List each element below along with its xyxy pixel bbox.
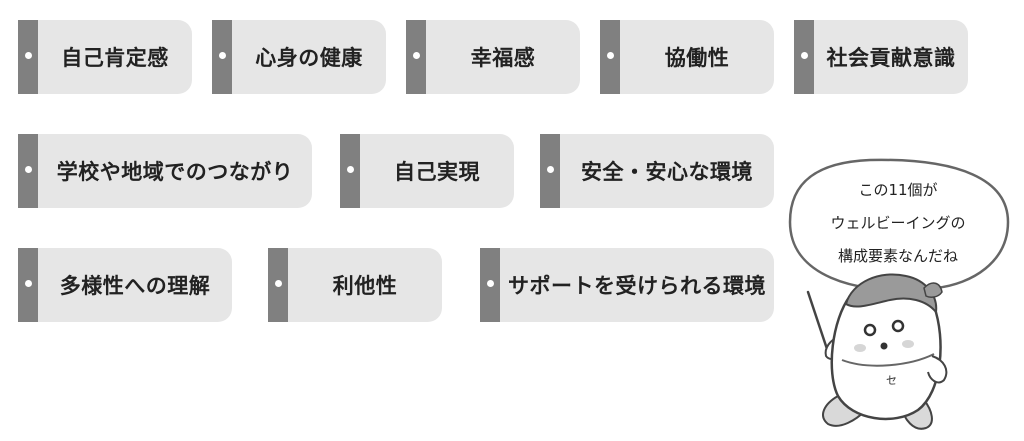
bullet-dot-icon — [607, 52, 614, 59]
tag-label: 協働性 — [664, 46, 730, 70]
bullet-dot-icon — [547, 166, 554, 173]
speech-line-2: ウェルビーイングの — [830, 214, 966, 232]
bullet-dot-icon — [25, 52, 32, 59]
tag-marker-bar — [18, 248, 38, 322]
bullet-dot-icon — [347, 166, 354, 173]
keyword-tag: 安全・安心な環境 — [540, 134, 774, 208]
tag-label: 社会貢献意識 — [826, 46, 956, 70]
bullet-dot-icon — [487, 280, 494, 287]
keyword-tag: サポートを受けられる環境 — [480, 248, 774, 322]
tag-label: 学校や地域でのつながり — [56, 160, 294, 184]
tag-marker-bar — [212, 20, 232, 94]
keyword-tag: 自己肯定感 — [18, 20, 192, 94]
keyword-tag: 多様性への理解 — [18, 248, 232, 322]
bullet-dot-icon — [413, 52, 420, 59]
tag-marker-bar — [406, 20, 426, 94]
tag-label: 心身の健康 — [255, 46, 363, 70]
tag-marker-bar — [794, 20, 814, 94]
speech-line-1: この11個が — [858, 181, 938, 199]
bullet-dot-icon — [25, 166, 32, 173]
keyword-tag: 自己実現 — [340, 134, 514, 208]
keyword-tag: 協働性 — [600, 20, 774, 94]
bullet-dot-icon — [275, 280, 282, 287]
bullet-dot-icon — [801, 52, 808, 59]
bullet-dot-icon — [219, 52, 226, 59]
tag-marker-bar — [18, 134, 38, 208]
keyword-tag: 社会貢献意識 — [794, 20, 968, 94]
tag-label: 幸福感 — [470, 46, 536, 70]
tag-marker-bar — [268, 248, 288, 322]
speech-line-3: 構成要素なんだね — [837, 247, 958, 265]
tag-marker-bar — [480, 248, 500, 322]
mascot-character-icon — [806, 273, 948, 430]
tag-marker-bar — [18, 20, 38, 94]
tag-marker-bar — [600, 20, 620, 94]
keyword-tag: 学校や地域でのつながり — [18, 134, 312, 208]
tag-label: サポートを受けられる環境 — [508, 274, 766, 298]
mascot-shirt-letter: セ — [886, 374, 897, 387]
tag-label: 多様性への理解 — [59, 274, 211, 298]
tag-label: 安全・安心な環境 — [581, 160, 753, 184]
keyword-tag: 利他性 — [268, 248, 442, 322]
keyword-tag: 幸福感 — [406, 20, 580, 94]
tag-label: 利他性 — [332, 274, 398, 298]
bullet-dot-icon — [25, 280, 32, 287]
tag-marker-bar — [340, 134, 360, 208]
tag-label: 自己実現 — [394, 160, 480, 184]
tag-label: 自己肯定感 — [61, 46, 169, 70]
tag-marker-bar — [540, 134, 560, 208]
keyword-tag: 心身の健康 — [212, 20, 386, 94]
